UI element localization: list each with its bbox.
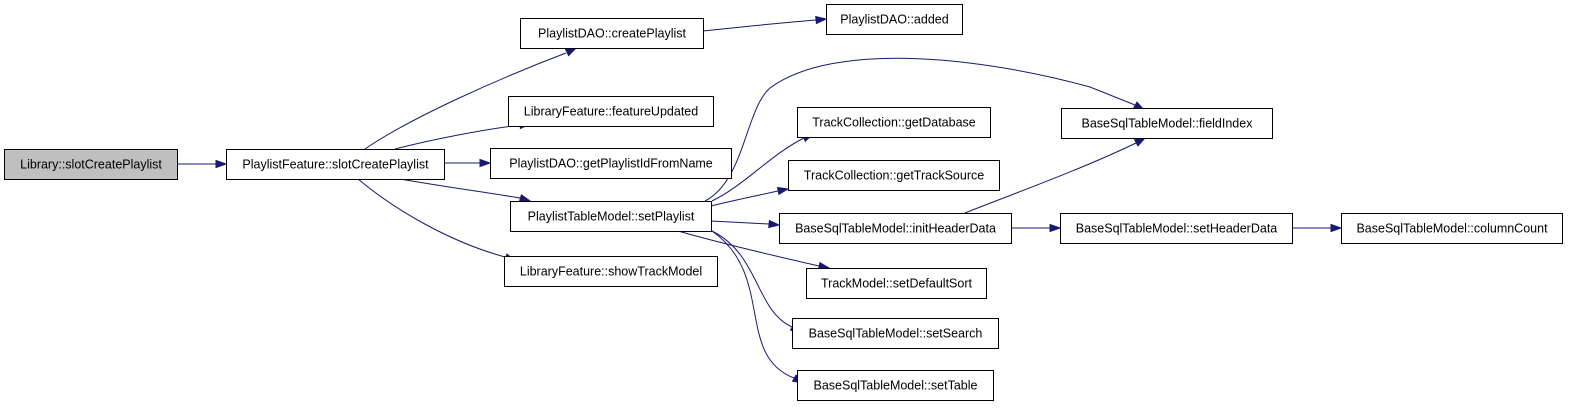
nodes-layer: Library::slotCreatePlaylist PlaylistFeatu… (4, 4, 1563, 401)
node-trackmodel_setdefaultsort[interactable]: TrackModel::setDefaultSort (806, 268, 987, 299)
node-label: TrackCollection::getDatabase (812, 116, 976, 130)
node-playlistfeature_slotcreateplaylist[interactable]: PlaylistFeature::slotCreatePlaylist (226, 149, 445, 180)
node-label: Library::slotCreatePlaylist (20, 158, 162, 172)
edge-line (357, 178, 506, 258)
node-label: LibraryFeature::featureUpdated (524, 105, 698, 119)
edge-line (399, 178, 521, 199)
arrowhead (1330, 223, 1343, 233)
node-box[interactable] (4, 149, 178, 180)
node-trackcollection_gettracksource[interactable]: TrackCollection::getTrackSource (788, 160, 1000, 191)
node-label: LibraryFeature::showTrackModel (520, 265, 702, 279)
node-box[interactable] (797, 370, 994, 401)
arrowhead (1133, 137, 1147, 147)
arrowhead (776, 186, 790, 196)
edge-playlisttablemodel_setplaylist-to-basesqltablemodel_settable (711, 230, 805, 384)
node-box[interactable] (779, 213, 1012, 244)
node-box[interactable] (1061, 108, 1273, 139)
edge-line (394, 124, 521, 150)
edge-line (710, 220, 770, 225)
edge-basesqltablemodel_setheaderdata-to-basesqltablemodel_columncount (1292, 223, 1343, 233)
node-box[interactable] (1341, 213, 1563, 244)
edge-line (710, 190, 779, 207)
node-libraryfeature_featureupdated[interactable]: LibraryFeature::featureUpdated (508, 96, 714, 127)
node-playlistdao_createplaylist[interactable]: PlaylistDAO::createPlaylist (520, 18, 704, 49)
node-label: PlaylistFeature::slotCreatePlaylist (242, 158, 429, 172)
node-label: TrackModel::setDefaultSort (821, 277, 973, 291)
edge-line (702, 19, 817, 32)
node-box[interactable] (788, 160, 1000, 191)
node-playlistdao_added[interactable]: PlaylistDAO::added (826, 4, 963, 35)
node-basesqltablemodel_columncount[interactable]: BaseSqlTableModel::columnCount (1341, 213, 1563, 244)
node-box[interactable] (1060, 213, 1293, 244)
arrowhead (479, 158, 492, 168)
edge-line (364, 52, 567, 150)
edge-playlisttablemodel_setplaylist-to-basesqltablemodel_initheaderdata (710, 219, 781, 229)
edge-line (711, 230, 793, 328)
node-label: TrackCollection::getTrackSource (804, 169, 984, 183)
node-box[interactable] (490, 148, 732, 179)
node-box[interactable] (504, 256, 718, 287)
node-libraryfeature_showtrackmodel[interactable]: LibraryFeature::showTrackModel (504, 256, 718, 287)
node-box[interactable] (226, 149, 445, 180)
node-box[interactable] (510, 201, 712, 232)
edge-line (711, 230, 795, 379)
node-basesqltablemodel_setsearch[interactable]: BaseSqlTableModel::setSearch (792, 318, 999, 349)
node-playlisttablemodel_setplaylist[interactable]: PlaylistTableModel::setPlaylist (510, 201, 712, 232)
edge-playlistfeature_slotcreateplaylist-to-playlisttablemodel_setplaylist (399, 178, 532, 203)
node-label: PlaylistTableModel::setPlaylist (528, 210, 695, 224)
node-label: PlaylistDAO::createPlaylist (538, 27, 686, 41)
edge-line (711, 137, 805, 202)
node-playlistdao_getplaylistidfromname[interactable]: PlaylistDAO::getPlaylistIdFromName (490, 148, 732, 179)
node-trackcollection_getdatabase[interactable]: TrackCollection::getDatabase (797, 107, 991, 138)
arrowhead (564, 47, 578, 57)
edge-playlisttablemodel_setplaylist-to-basesqltablemodel_setsearch (711, 230, 803, 333)
node-label: BaseSqlTableModel::setTable (814, 379, 978, 393)
node-label: PlaylistDAO::added (840, 13, 948, 27)
node-basesqltablemodel_settable[interactable]: BaseSqlTableModel::setTable (797, 370, 994, 401)
node-label: BaseSqlTableModel::initHeaderData (795, 222, 996, 236)
node-library_slotcreateplaylist[interactable]: Library::slotCreatePlaylist (4, 149, 178, 180)
node-box[interactable] (508, 96, 714, 127)
edge-playlisttablemodel_setplaylist-to-trackcollection_gettracksource (710, 186, 790, 207)
node-box[interactable] (520, 18, 704, 49)
node-label: BaseSqlTableModel::setHeaderData (1076, 222, 1278, 236)
edge-playlistfeature_slotcreateplaylist-to-libraryfeature_showtrackmodel (357, 178, 517, 262)
edge-line (677, 230, 820, 267)
edges-layer (177, 15, 1343, 384)
node-basesqltablemodel_initheaderdata[interactable]: BaseSqlTableModel::initHeaderData (779, 213, 1012, 244)
node-basesqltablemodel_fieldindex[interactable]: BaseSqlTableModel::fieldIndex (1061, 108, 1273, 139)
edge-basesqltablemodel_initheaderdata-to-basesqltablemodel_setheaderdata (1011, 223, 1062, 233)
edge-line (704, 57, 1136, 202)
arrowhead (815, 15, 828, 25)
node-box[interactable] (797, 107, 991, 138)
node-label: BaseSqlTableModel::columnCount (1356, 222, 1548, 236)
arrowhead (1049, 223, 1062, 233)
node-box[interactable] (792, 318, 999, 349)
node-box[interactable] (806, 268, 987, 299)
edge-line (964, 142, 1137, 214)
arrowhead (518, 193, 532, 203)
node-label: BaseSqlTableModel::fieldIndex (1082, 117, 1254, 131)
arrowhead (768, 219, 781, 229)
edge-library_slotcreateplaylist-to-playlistfeature_slotcreateplaylist (177, 159, 228, 169)
node-box[interactable] (826, 4, 963, 35)
node-label: BaseSqlTableModel::setSearch (809, 327, 983, 341)
arrowhead (215, 159, 228, 169)
node-basesqltablemodel_setheaderdata[interactable]: BaseSqlTableModel::setHeaderData (1060, 213, 1293, 244)
node-label: PlaylistDAO::getPlaylistIdFromName (509, 157, 713, 171)
edge-playlistdao_createplaylist-to-playlistdao_added (702, 15, 828, 32)
edge-playlistfeature_slotcreateplaylist-to-playlistdao_getplaylistidfromname (444, 158, 492, 168)
